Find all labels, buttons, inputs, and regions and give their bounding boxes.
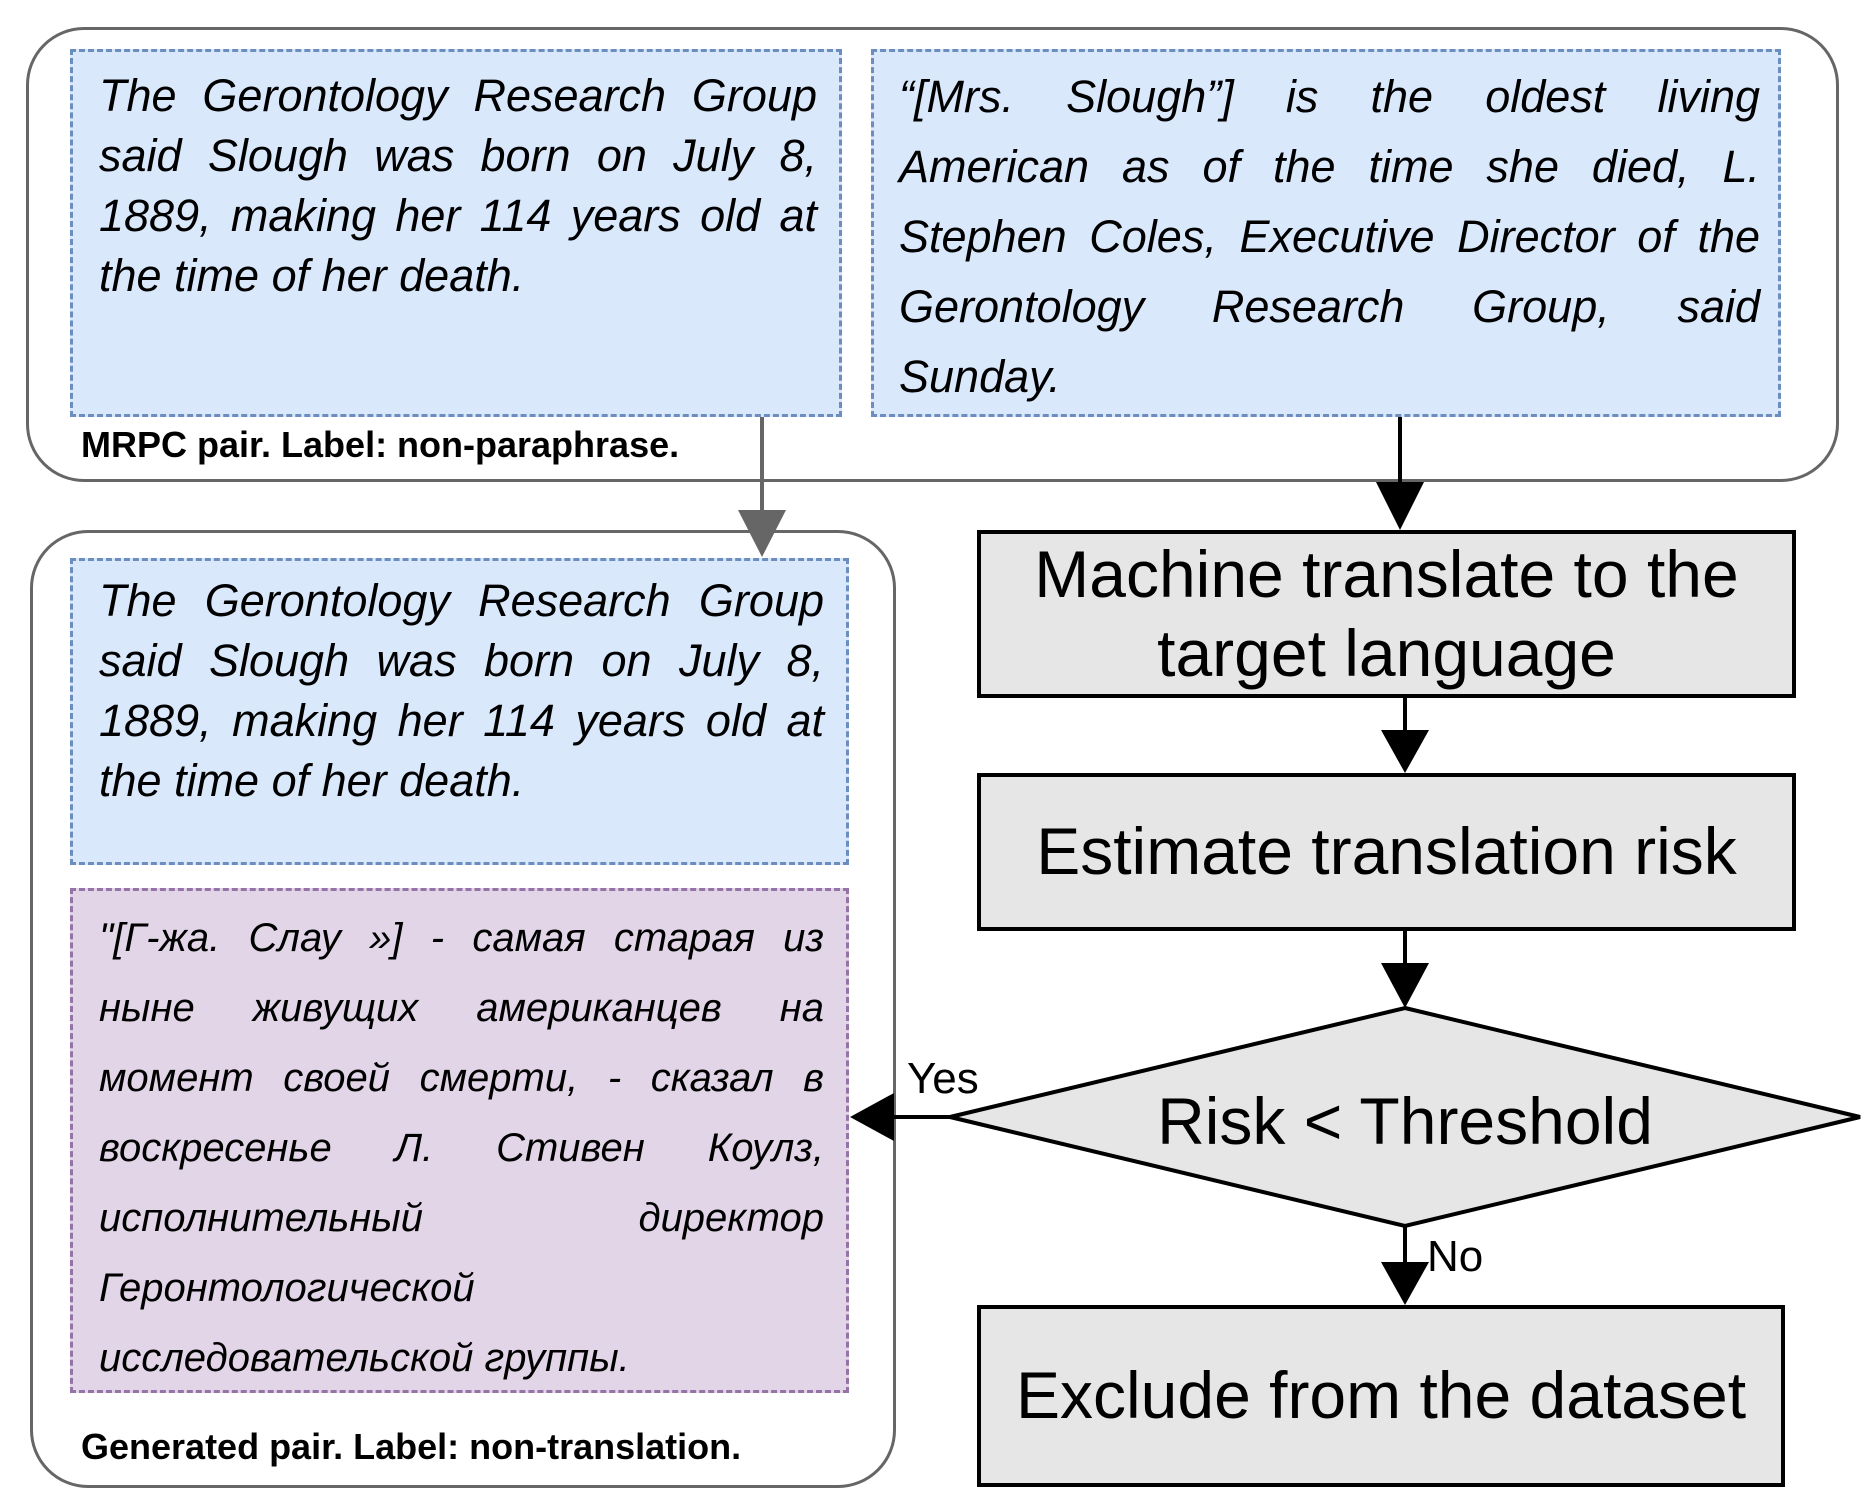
mrpc-sentence-2: “[Mrs. Slough”] is the oldest living Ame… xyxy=(871,49,1781,417)
estimate-risk-step: Estimate translation risk xyxy=(977,773,1796,931)
arrowhead-decision-no xyxy=(1381,1262,1429,1305)
arrowhead-translate-to-estimate xyxy=(1381,730,1429,773)
arrowhead-decision-yes xyxy=(850,1093,894,1141)
generated-sentence-2: "[Г-жа. Слау »] - самая старая из ныне ж… xyxy=(70,888,849,1393)
mrpc-sentence-1: The Gerontology Research Group said Slou… xyxy=(70,49,842,417)
arrowhead-estimate-to-decision xyxy=(1381,963,1429,1008)
arrowhead-mrpc-to-translate xyxy=(1376,482,1424,530)
machine-translate-step: Machine translate to the target language xyxy=(977,530,1796,698)
decision-label: Risk < Threshold xyxy=(1157,1084,1653,1158)
no-label: No xyxy=(1427,1232,1484,1281)
mrpc-sentence-1-text: The Gerontology Research Group said Slou… xyxy=(99,70,817,301)
mrpc-sentence-2-text: “[Mrs. Slough”] is the oldest living Ame… xyxy=(899,71,1760,402)
machine-translate-label: Machine translate to the target language xyxy=(1034,536,1739,690)
generated-caption: Generated pair. Label: non-translation. xyxy=(81,1426,742,1467)
estimate-risk-label: Estimate translation risk xyxy=(1036,814,1737,889)
exclude-step: Exclude from the dataset xyxy=(977,1305,1785,1487)
mrpc-caption: MRPC pair. Label: non-paraphrase. xyxy=(81,424,680,465)
arrowhead-mrpc-to-generated xyxy=(738,510,786,557)
generated-sentence-2-text: "[Г-жа. Слау »] - самая старая из ныне ж… xyxy=(99,916,824,1380)
generated-sentence-1-text: The Gerontology Research Group said Slou… xyxy=(99,575,824,806)
exclude-label: Exclude from the dataset xyxy=(1015,1358,1747,1433)
generated-sentence-1: The Gerontology Research Group said Slou… xyxy=(70,558,849,865)
yes-label: Yes xyxy=(907,1054,979,1103)
